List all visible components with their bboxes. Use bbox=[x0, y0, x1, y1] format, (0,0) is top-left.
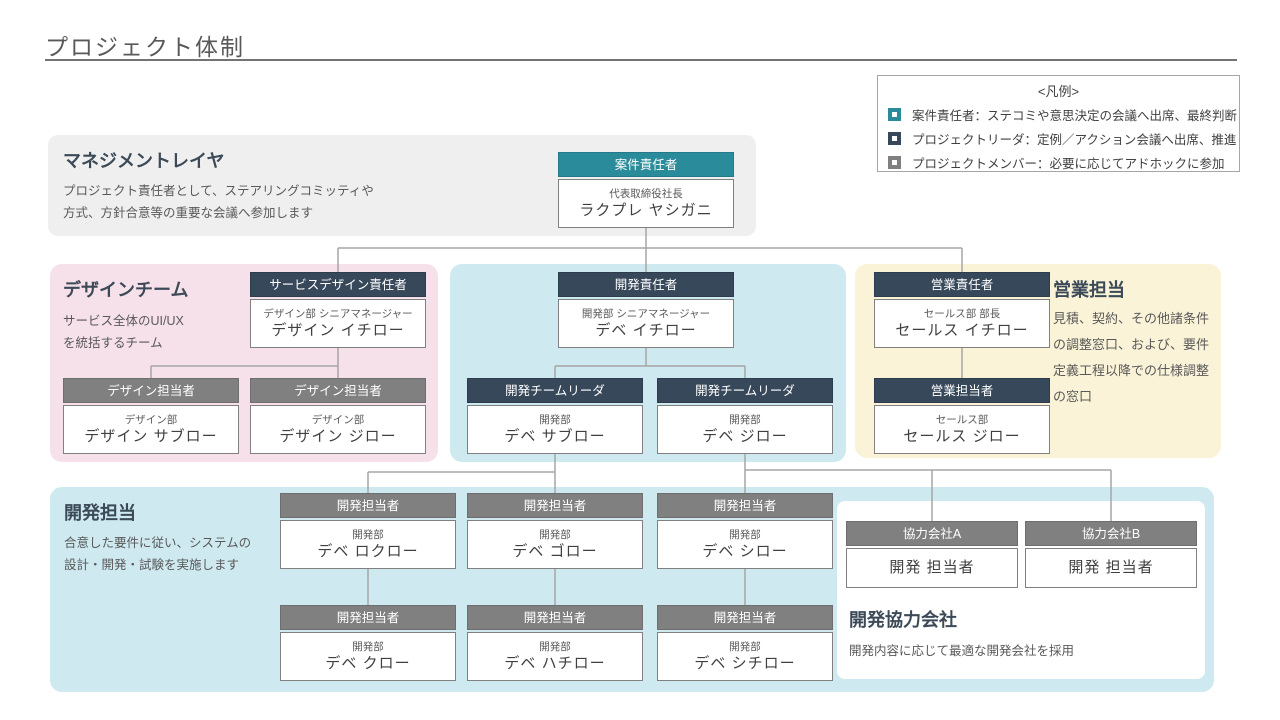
sales-description: 見積、契約、その他諸条件の調整窓口、および、要件定義工程以降での仕様調整の窓口 bbox=[1053, 311, 1210, 404]
org-box-designer-2: デザイン担当者 デザイン部 デザイン ジロー bbox=[250, 378, 426, 454]
teal-square-icon bbox=[888, 108, 901, 121]
org-box-dev-member-2: 開発担当者 開発部 デベ ゴロー bbox=[467, 493, 643, 569]
org-box-name: セールス イチロー bbox=[895, 321, 1029, 339]
org-box-header: 開発担当者 bbox=[280, 605, 456, 630]
org-box-header: 営業担当者 bbox=[874, 378, 1050, 403]
org-box-role: 代表取締役社長 bbox=[609, 187, 683, 200]
org-box-name: デザイン イチロー bbox=[271, 321, 405, 339]
org-box-role: 開発部 シニアマネージャー bbox=[581, 307, 711, 320]
org-box-dev-member-3: 開発担当者 開発部 デベ シロー bbox=[657, 493, 833, 569]
org-box-role: デザイン部 シニアマネージャー bbox=[263, 307, 413, 320]
org-box-role: デザイン部 bbox=[311, 413, 365, 426]
development-description: 合意した要件に従い、システムの 設計・開発・試験を実施します bbox=[64, 536, 252, 572]
page-title: プロジェクト体制 bbox=[45, 34, 245, 60]
legend-title: <凡例> bbox=[1037, 84, 1080, 99]
org-box-role: セールス部 bbox=[935, 413, 989, 426]
org-box-role: 開発部 bbox=[539, 413, 571, 426]
org-box-role: 開発部 bbox=[539, 640, 571, 653]
org-box-name: デベ ロクロー bbox=[317, 542, 419, 560]
legend-box: <凡例> 案件責任者：ステコミや意思決定の会議へ出席、最終判断 プロジェクトリー… bbox=[877, 75, 1240, 172]
org-box-name: デベ シロー bbox=[702, 542, 788, 560]
legend-item-member: プロジェクトメンバー：必要に応じてアドホックに参加 bbox=[888, 153, 1239, 172]
org-box-name: デベ シチロー bbox=[694, 654, 796, 672]
org-box-dev-team-leader-1: 開発チームリーダ 開発部 デベ サブロー bbox=[467, 378, 643, 454]
org-box-header: 開発担当者 bbox=[280, 493, 456, 518]
org-box-role: デザイン部 bbox=[124, 413, 178, 426]
org-box-name: 開発 担当者 bbox=[1068, 559, 1154, 576]
development-title: 開発担当 bbox=[64, 503, 136, 523]
org-box-header: 開発責任者 bbox=[558, 272, 734, 297]
org-box-header: 案件責任者 bbox=[558, 152, 734, 177]
org-box-partner-b: 協力会社B 開発 担当者 bbox=[1025, 521, 1197, 588]
org-box-name: デベ サブロー bbox=[504, 427, 606, 445]
org-box-dev-member-1: 開発担当者 開発部 デベ ロクロー bbox=[280, 493, 456, 569]
legend-item-owner: 案件責任者：ステコミや意思決定の会議へ出席、最終判断 bbox=[888, 105, 1239, 124]
legend-item-leader: プロジェクトリーダ：定例／アクション会議へ出席、推進 bbox=[888, 129, 1239, 148]
org-box-dev-member-5: 開発担当者 開発部 デベ ハチロー bbox=[467, 605, 643, 681]
org-box-partner-a: 協力会社A 開発 担当者 bbox=[846, 521, 1018, 588]
org-box-header: 開発担当者 bbox=[467, 605, 643, 630]
org-box-role: 開発部 bbox=[729, 528, 761, 541]
org-box-name: デベ ハチロー bbox=[504, 654, 606, 672]
org-box-name: ラクプレ ヤシガニ bbox=[579, 201, 713, 219]
org-box-role: 開発部 bbox=[352, 640, 384, 653]
design-team-description: サービス全体のUI/UX を統括するチーム bbox=[63, 314, 184, 350]
org-box-role: 開発部 bbox=[539, 528, 571, 541]
org-box-project-owner: 案件責任者 代表取締役社長 ラクプレ ヤシガニ bbox=[558, 152, 734, 228]
navy-square-icon bbox=[888, 132, 901, 145]
org-box-sales-member: 営業担当者 セールス部 セールス ジロー bbox=[874, 378, 1050, 454]
management-title: マネジメントレイヤ bbox=[63, 151, 225, 171]
org-box-name: デベ ジロー bbox=[702, 427, 788, 445]
org-box-header: 協力会社A bbox=[846, 521, 1018, 546]
org-box-header: 営業責任者 bbox=[874, 272, 1050, 297]
org-box-header: 開発チームリーダ bbox=[657, 378, 833, 403]
org-box-name: デベ クロー bbox=[325, 654, 411, 672]
org-box-name: デザイン サブロー bbox=[84, 427, 218, 445]
partner-description: 開発内容に応じて最適な開発会社を採用 bbox=[849, 644, 1075, 658]
org-box-dev-team-leader-2: 開発チームリーダ 開発部 デベ ジロー bbox=[657, 378, 833, 454]
org-box-role: 開発部 bbox=[729, 413, 761, 426]
org-box-designer-1: デザイン担当者 デザイン部 デザイン サブロー bbox=[63, 378, 239, 454]
org-box-header: デザイン担当者 bbox=[250, 378, 426, 403]
org-box-header: 協力会社B bbox=[1025, 521, 1197, 546]
org-box-header: サービスデザイン責任者 bbox=[250, 272, 426, 297]
org-box-name: 開発 担当者 bbox=[889, 559, 975, 576]
org-box-header: 開発担当者 bbox=[657, 605, 833, 630]
org-box-service-design-lead: サービスデザイン責任者 デザイン部 シニアマネージャー デザイン イチロー bbox=[250, 272, 426, 348]
org-box-name: デベ ゴロー bbox=[512, 542, 598, 560]
org-box-role: 開発部 bbox=[729, 640, 761, 653]
org-box-header: デザイン担当者 bbox=[63, 378, 239, 403]
partner-title: 開発協力会社 bbox=[849, 610, 957, 630]
org-box-dev-member-4: 開発担当者 開発部 デベ クロー bbox=[280, 605, 456, 681]
org-box-sales-lead: 営業責任者 セールス部 部長 セールス イチロー bbox=[874, 272, 1050, 348]
org-box-role: 開発部 bbox=[352, 528, 384, 541]
design-team-title: デザインチーム bbox=[63, 280, 189, 300]
org-box-name: デザイン ジロー bbox=[279, 427, 397, 445]
gray-square-icon bbox=[888, 156, 901, 169]
org-box-dev-lead: 開発責任者 開発部 シニアマネージャー デベ イチロー bbox=[558, 272, 734, 348]
org-box-header: 開発担当者 bbox=[467, 493, 643, 518]
title-underline bbox=[45, 59, 1237, 61]
org-box-role: セールス部 部長 bbox=[923, 307, 1001, 320]
org-box-header: 開発担当者 bbox=[657, 493, 833, 518]
sales-title: 営業担当 bbox=[1053, 280, 1125, 300]
org-box-dev-member-6: 開発担当者 開発部 デベ シチロー bbox=[657, 605, 833, 681]
org-box-header: 開発チームリーダ bbox=[467, 378, 643, 403]
management-description: プロジェクト責任者として、ステアリングコミッティや 方式、方針合意等の重要な会議… bbox=[63, 184, 374, 220]
org-box-name: セールス ジロー bbox=[903, 427, 1021, 445]
org-box-name: デベ イチロー bbox=[595, 321, 697, 339]
